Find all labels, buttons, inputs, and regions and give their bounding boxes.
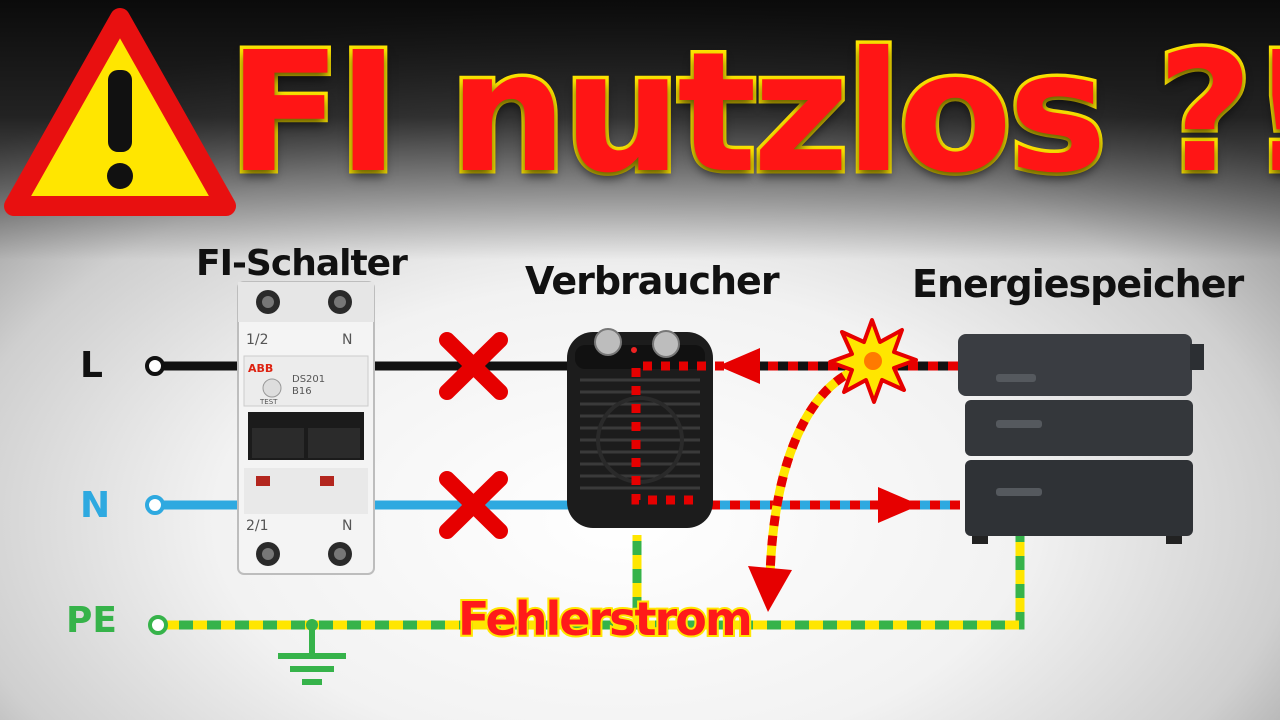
fi-breaker: 1/2 N ABB DS201 B16 TEST 2/1 N	[237, 281, 375, 575]
breaker-rating: B16	[292, 386, 312, 397]
breaker-pole-bottom-right: N	[342, 518, 352, 534]
label-energy-storage: Energiespeicher	[912, 262, 1244, 306]
fault-current-arc	[748, 363, 864, 612]
cross-icon	[439, 471, 508, 539]
breaker-pole-top-left: 1/2	[246, 332, 269, 348]
label-fi-switch: FI-Schalter	[196, 243, 408, 284]
ground-symbol-icon	[278, 625, 346, 685]
energy-storage	[958, 334, 1204, 544]
label-fault-current: Fehlerstrom	[456, 590, 755, 648]
breaker-model: DS201	[292, 374, 325, 385]
warning-triangle-icon	[4, 8, 236, 216]
arrow-into-storage	[878, 487, 920, 523]
dark-top-vignette	[0, 0, 1280, 260]
fault-path-heater	[631, 361, 760, 505]
breaker-pole-top-right: N	[342, 332, 352, 348]
wire-PE	[148, 530, 1025, 635]
wire-label-PE: PE	[66, 600, 117, 641]
cross-icon	[439, 332, 508, 400]
breaker-pole-bottom-left: 2/1	[246, 518, 269, 534]
breaker-brand: ABB	[248, 362, 273, 375]
explosion-icon	[828, 318, 918, 404]
wire-label-N: N	[80, 485, 111, 526]
breaker-test-label: TEST	[259, 398, 278, 406]
headline-title: FI nutzlos ?!	[225, 14, 1280, 214]
label-consumer: Verbraucher	[525, 259, 780, 303]
wire-label-L: L	[80, 345, 103, 386]
